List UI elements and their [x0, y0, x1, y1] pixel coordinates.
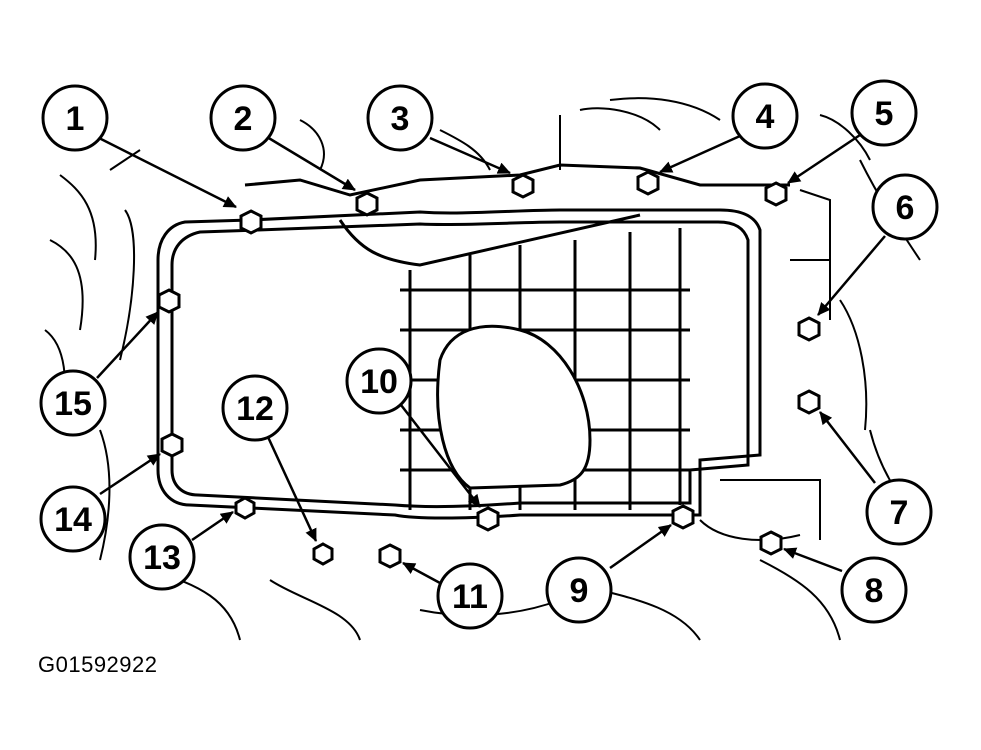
arrow-3 — [429, 136, 511, 175]
callout-label: 3 — [391, 100, 410, 138]
callout-label: 10 — [360, 363, 398, 401]
bolt-8 — [759, 530, 783, 556]
bolt-15 — [157, 288, 181, 314]
callout-label: 11 — [452, 578, 488, 616]
callout-label: 15 — [54, 385, 92, 423]
callout-5: 5 — [850, 79, 918, 147]
callout-label: 14 — [54, 501, 92, 539]
arrow-6 — [817, 235, 886, 316]
callout-1: 1 — [41, 84, 109, 152]
callout-label: 5 — [875, 95, 894, 133]
callout-9: 9 — [545, 556, 613, 624]
callout-4: 4 — [731, 82, 799, 150]
arrow-14 — [99, 452, 161, 496]
bolt-11 — [378, 543, 402, 569]
figure-id-label: G01592922 — [38, 652, 158, 677]
callout-label: 4 — [756, 98, 775, 136]
callout-3: 3 — [366, 84, 434, 152]
arrow-5 — [787, 133, 861, 185]
callout-label: 7 — [890, 494, 909, 532]
callout-6: 6 — [871, 173, 939, 241]
arrow-2 — [266, 135, 356, 192]
arrow-15 — [96, 311, 159, 379]
arrow-4 — [659, 134, 741, 174]
arrow-8 — [783, 547, 843, 573]
callout-circles: 1 2 3 4 5 6 7 8 — [39, 79, 939, 630]
arrow-12 — [266, 436, 318, 542]
bolt-6 — [797, 316, 821, 342]
arrow-1 — [96, 135, 237, 209]
callout-12: 12 — [221, 374, 289, 442]
callout-label: 1 — [66, 100, 85, 138]
callout-label: 13 — [143, 539, 181, 577]
arrow-7 — [819, 411, 876, 484]
callout-8: 8 — [840, 556, 908, 624]
callout-11: 11 — [436, 562, 504, 630]
bolt-7 — [797, 389, 821, 415]
callout-14: 14 — [39, 485, 107, 553]
callout-label: 2 — [234, 100, 253, 138]
oil-pan-opening — [436, 324, 592, 490]
callout-7: 7 — [865, 478, 933, 546]
arrow-9 — [609, 523, 672, 570]
leader-arrows — [96, 133, 886, 585]
bolt-1 — [239, 209, 263, 235]
arrow-10 — [400, 404, 481, 508]
bolt-4 — [636, 170, 660, 196]
bolt-2 — [355, 191, 379, 217]
arrow-11 — [402, 561, 441, 585]
callout-label: 9 — [570, 572, 589, 610]
callout-label: 12 — [236, 390, 274, 428]
bolt-9 — [671, 504, 695, 530]
bolt-heads — [157, 170, 821, 569]
bolt-13 — [234, 496, 256, 520]
callout-label: 6 — [896, 189, 915, 227]
callout-15: 15 — [39, 369, 107, 437]
bolt-10 — [476, 506, 500, 532]
callout-label: 8 — [865, 572, 884, 610]
bolt-12 — [312, 542, 334, 566]
bolt-3 — [511, 173, 535, 199]
bolt-5 — [764, 181, 788, 207]
callout-10: 10 — [345, 347, 413, 415]
bolt-14 — [160, 432, 184, 458]
callout-2: 2 — [209, 84, 277, 152]
callout-13: 13 — [128, 523, 196, 591]
arrow-13 — [191, 510, 234, 542]
